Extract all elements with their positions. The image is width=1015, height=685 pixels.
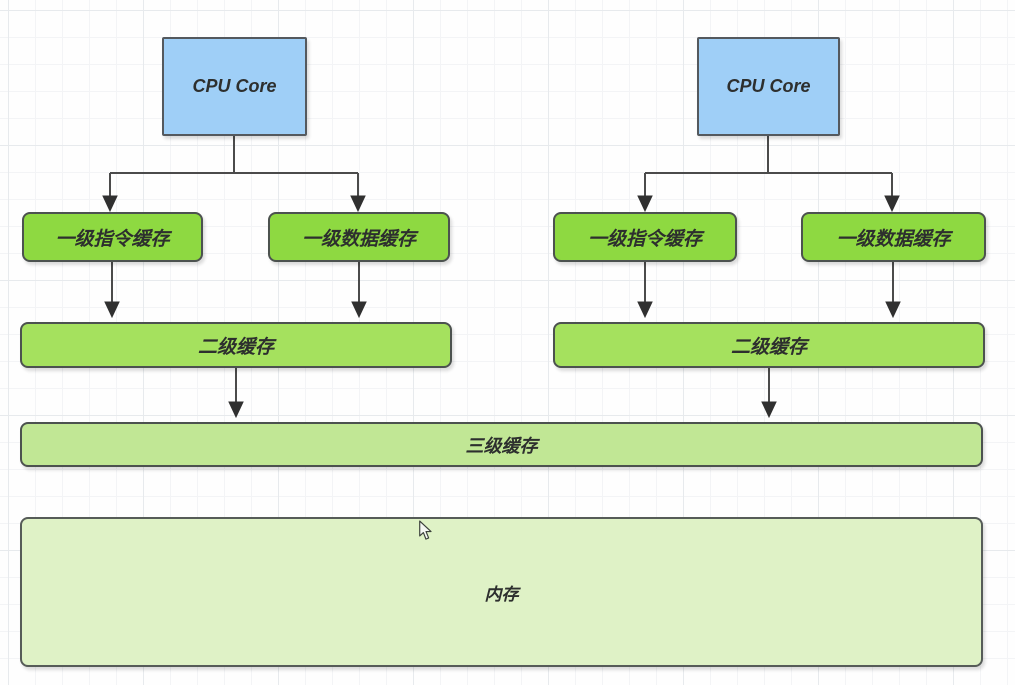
node-l1-instruction-cache-right: 一级指令缓存 [553, 212, 737, 262]
connector-cpu-right-to-l1 [637, 136, 900, 213]
connector-l2-right-to-l3 [761, 368, 777, 419]
connector-l2-left-to-l3 [228, 368, 244, 419]
node-l1-data-cache-right: 一级数据缓存 [801, 212, 986, 262]
node-l1-data-cache-left: 一级数据缓存 [268, 212, 450, 262]
node-label: CPU Core [726, 76, 811, 96]
node-l1-instruction-cache-left: 一级指令缓存 [22, 212, 203, 262]
node-label: 一级指令缓存 [55, 228, 170, 250]
node-l2-cache-left: 二级缓存 [20, 322, 452, 368]
node-memory: 内存 [20, 517, 983, 667]
node-l2-cache-right: 二级缓存 [553, 322, 985, 368]
node-label: 一级指令缓存 [587, 228, 702, 250]
connector-l1-left-to-l2 [104, 262, 367, 319]
node-label: CPU Core [192, 76, 277, 96]
node-label: 二级缓存 [730, 336, 807, 358]
node-label: 一级数据缓存 [301, 228, 416, 250]
node-cpu-core-right: CPU Core [697, 37, 840, 136]
connector-cpu-left-to-l1 [102, 136, 366, 213]
node-cpu-core-left: CPU Core [162, 37, 307, 136]
node-l3-cache: 三级缓存 [20, 422, 983, 467]
node-label: 一级数据缓存 [836, 228, 951, 250]
connector-l1-right-to-l2 [637, 262, 901, 319]
node-label: 内存 [484, 584, 519, 604]
node-label: 二级缓存 [197, 336, 274, 358]
node-label: 三级缓存 [465, 435, 538, 456]
